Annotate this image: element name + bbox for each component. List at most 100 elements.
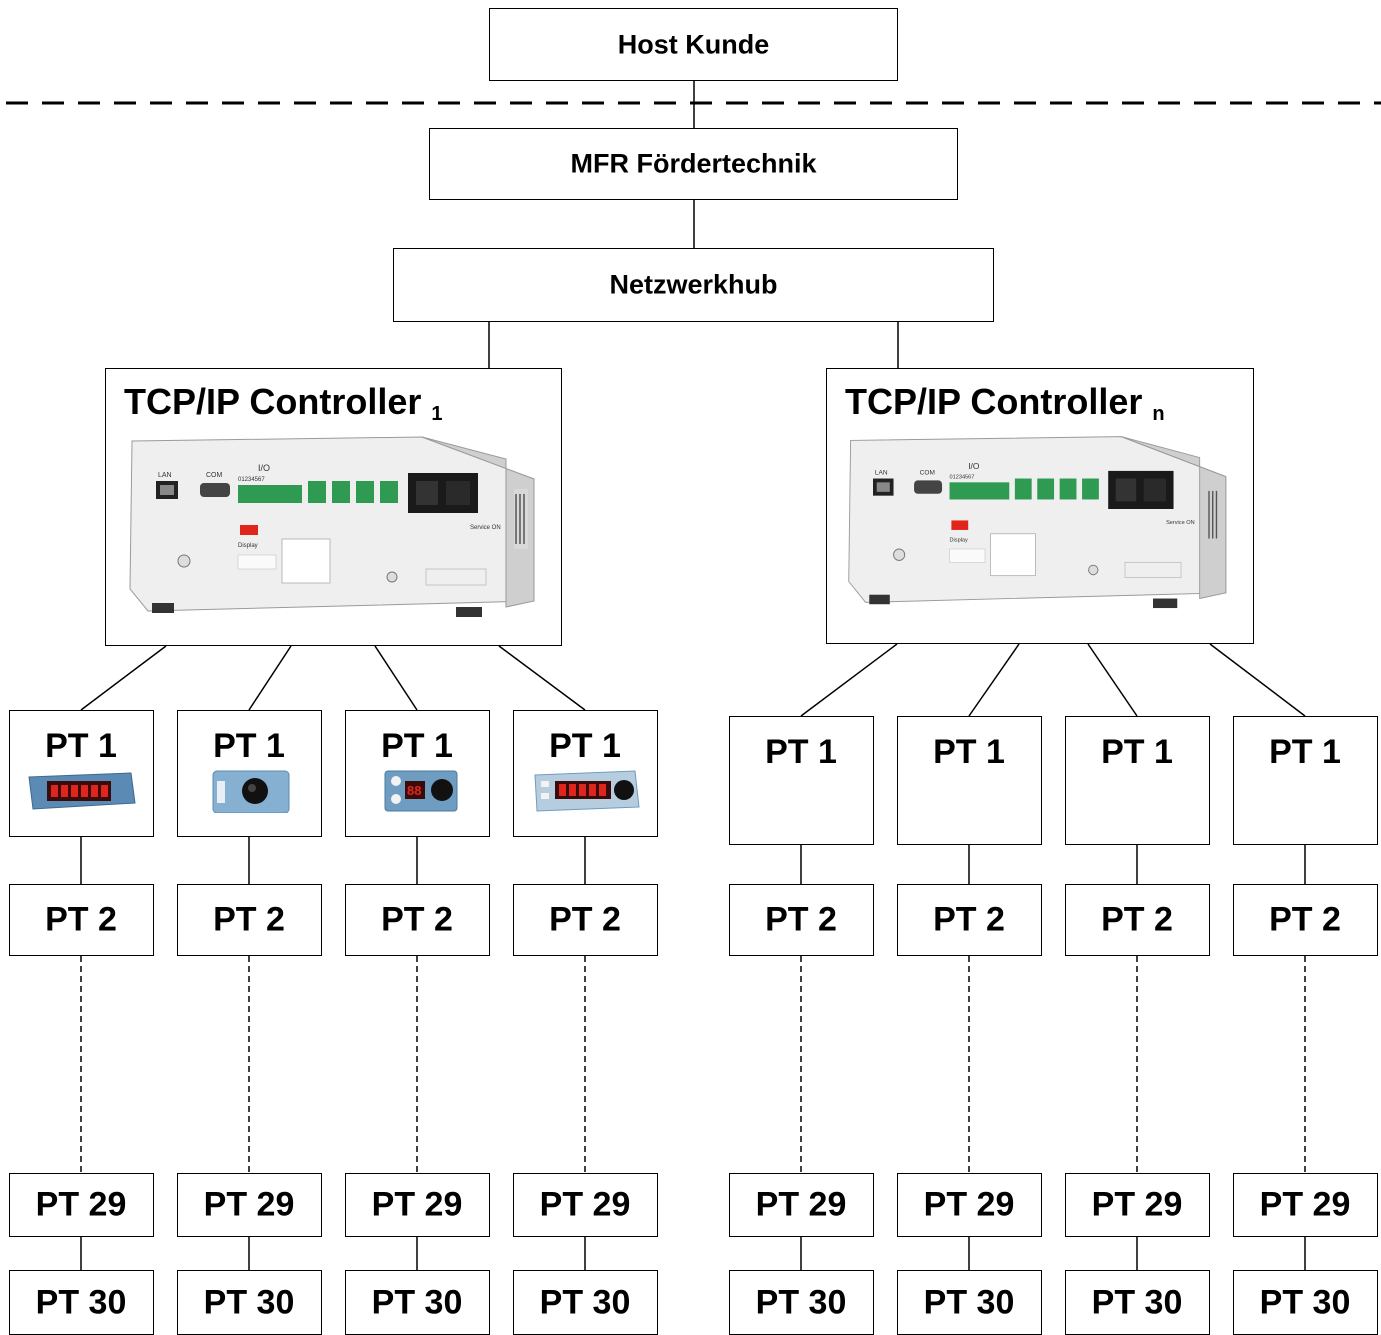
terminal-pt29-box: PT 29 [1064, 1173, 1210, 1237]
controller-device-drawing: LAN COM I/O 01234567 Display Service ON [129, 436, 535, 617]
host-label: Host Kunde [617, 29, 770, 59]
terminal-label: PT 29 [923, 1185, 1015, 1224]
terminal-pt2-box: PT 2 [344, 884, 490, 956]
controller-box-1: TCP/IP Controller 1 LAN COM I/O 01234567 [105, 368, 562, 646]
hub-box: Netzwerkhub [393, 248, 994, 322]
controller-device-image: LAN COM I/O 01234567 Display Service ON [126, 429, 546, 639]
terminal-pt29-box: PT 29 [8, 1173, 154, 1237]
terminal-pt2-box: PT 2 [1232, 884, 1378, 956]
io-label: I/O [258, 463, 270, 473]
lan-port-label: LAN [875, 470, 888, 477]
terminal-pt30-box: PT 30 [8, 1270, 154, 1335]
terminal-label: PT 30 [755, 1283, 847, 1321]
terminal-pt2-box: PT 2 [728, 884, 874, 956]
terminal-label: PT 2 [1269, 900, 1341, 939]
terminal-label: PT 2 [213, 900, 285, 939]
terminal-pt29-box: PT 29 [728, 1173, 874, 1237]
controller-terminal-link [968, 643, 1020, 717]
terminal-label: PT 29 [1091, 1185, 1183, 1224]
controller-device-drawing: LAN COM I/O 01234567 Display Service ON [848, 436, 1227, 609]
terminal-pt1-box: PT 1 [728, 716, 874, 845]
terminal-pt2-box: PT 2 [176, 884, 322, 956]
terminal-label: PT 2 [933, 900, 1005, 939]
terminal-label: PT 30 [203, 1283, 295, 1321]
controller-terminal-link [1087, 643, 1138, 717]
controller-terminal-link [498, 645, 586, 711]
panel-display-text: 88 [407, 783, 421, 798]
terminal-pt2-box: PT 2 [1064, 884, 1210, 956]
terminal-label: PT 1 [549, 727, 621, 765]
terminal-pt30-box: PT 30 [176, 1270, 322, 1335]
terminal-label: PT 29 [755, 1185, 847, 1224]
terminal-pt1-box: PT 1 88 [344, 710, 490, 837]
terminal-label: PT 30 [539, 1283, 631, 1321]
terminal-pt2-box: PT 2 [896, 884, 1042, 956]
controller-box-n: TCP/IP Controller n LAN COM I/O 01234567… [826, 368, 1254, 644]
terminal-pt29-box: PT 29 [1232, 1173, 1378, 1237]
terminal-pt1-box: PT 1 [896, 716, 1042, 845]
terminal-pt2-box: PT 2 [8, 884, 154, 956]
terminal-label: PT 29 [203, 1185, 295, 1224]
com-port-label: COM [920, 470, 935, 477]
terminal-label: PT 2 [765, 900, 837, 939]
terminal-device-image [531, 769, 641, 818]
terminal-label: PT 30 [371, 1283, 463, 1321]
terminal-pt1-box: PT 1 [512, 710, 658, 837]
display-switch-label: Display [238, 543, 258, 549]
io-label: I/O [968, 461, 980, 471]
terminal-label: PT 29 [1259, 1185, 1351, 1224]
fordertechnik-label: MFR Fördertechnik [570, 148, 817, 179]
terminal-label: PT 30 [1091, 1283, 1183, 1321]
controller-title: TCP/IP Controller 1 [124, 381, 443, 425]
terminal-pt30-box: PT 30 [728, 1270, 874, 1335]
terminal-label: PT 30 [35, 1283, 127, 1321]
terminal-label: PT 1 [933, 733, 1005, 771]
controller-terminal-link [248, 645, 292, 711]
fordertechnik-box: MFR Fördertechnik [429, 128, 958, 200]
terminal-pt29-box: PT 29 [896, 1173, 1042, 1237]
controller-terminal-link [800, 643, 898, 717]
io-pins-label: 01234567 [238, 477, 265, 483]
terminal-label: PT 30 [1259, 1283, 1351, 1321]
terminal-pt1-box: PT 1 [1064, 716, 1210, 845]
terminal-label: PT 30 [923, 1283, 1015, 1321]
terminal-pt30-box: PT 30 [344, 1270, 490, 1335]
terminal-label: PT 1 [45, 727, 117, 765]
terminal-label: PT 2 [549, 900, 621, 939]
controller-device-image: LAN COM I/O 01234567 Display Service ON [845, 429, 1237, 629]
terminal-pt30-box: PT 30 [896, 1270, 1042, 1335]
terminal-pt29-box: PT 29 [344, 1173, 490, 1237]
com-port-label: COM [206, 472, 223, 479]
terminal-pt30-box: PT 30 [1064, 1270, 1210, 1335]
controller-title: TCP/IP Controller n [845, 381, 1165, 425]
terminal-pt29-box: PT 29 [512, 1173, 658, 1237]
terminal-label: PT 1 [1269, 733, 1341, 771]
terminal-pt1-box: PT 1 [8, 710, 154, 837]
terminal-label: PT 1 [1101, 733, 1173, 771]
terminal-pt30-box: PT 30 [1232, 1270, 1378, 1335]
controller-terminal-link [80, 645, 167, 711]
terminal-label: PT 29 [35, 1185, 127, 1224]
terminal-pt1-box: PT 1 [1232, 716, 1378, 845]
terminal-device-image [195, 769, 305, 818]
host-box: Host Kunde [489, 8, 898, 81]
terminal-label: PT 2 [45, 900, 117, 939]
terminal-label: PT 2 [1101, 900, 1173, 939]
panel-display-knob [534, 770, 640, 812]
panel-display [28, 772, 136, 810]
controller-terminal-link [1209, 643, 1306, 717]
terminal-device-image [27, 769, 137, 818]
terminal-label: PT 1 [213, 727, 285, 765]
terminal-pt2-box: PT 2 [512, 884, 658, 956]
terminal-label: PT 1 [381, 727, 453, 765]
terminal-label: PT 1 [765, 733, 837, 771]
controller-terminal-link [374, 645, 418, 711]
terminal-label: PT 2 [381, 900, 453, 939]
panel-knob [212, 770, 290, 814]
lan-port-label: LAN [158, 472, 172, 479]
panel-buttons-display-knob: 88 [384, 770, 458, 812]
terminal-pt29-box: PT 29 [176, 1173, 322, 1237]
terminal-label: PT 29 [371, 1185, 463, 1224]
terminal-label: PT 29 [539, 1185, 631, 1224]
